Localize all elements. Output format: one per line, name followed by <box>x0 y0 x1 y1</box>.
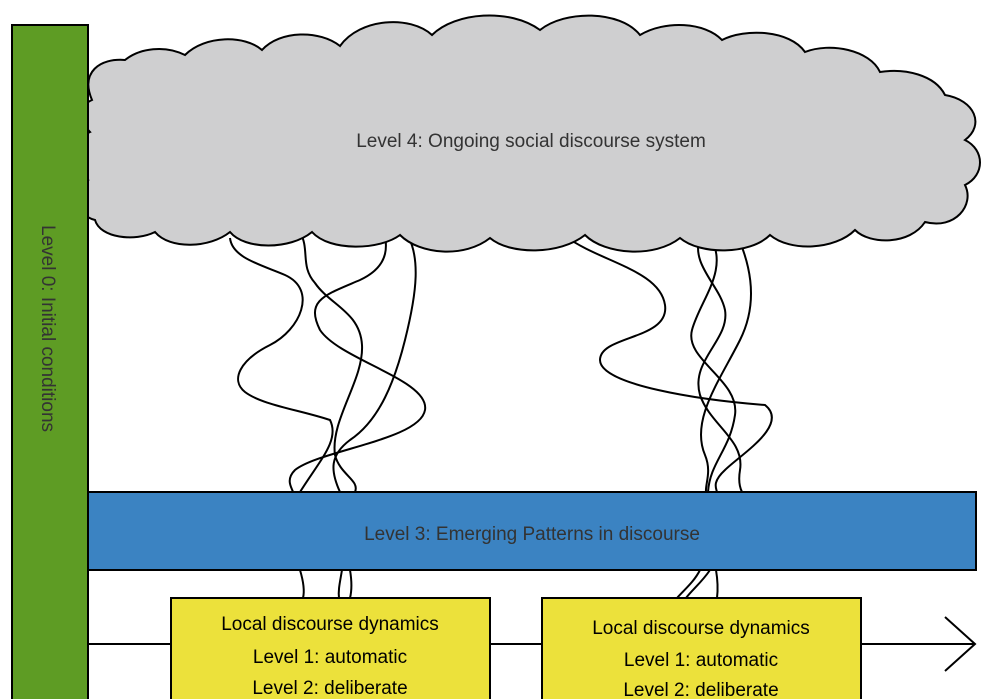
local-box-1-line2: Level 1: automatic <box>253 647 407 668</box>
thread-right-3 <box>690 235 737 493</box>
local-dynamics-box-1: Local discourse dynamics Level 1: automa… <box>170 597 491 699</box>
thread-right-1 <box>564 235 773 493</box>
cloud-shape <box>74 14 981 253</box>
local-dynamics-box-2: Local discourse dynamics Level 1: automa… <box>541 597 862 699</box>
thread-segment-d <box>676 569 701 599</box>
thread-left-2 <box>299 231 364 493</box>
thread-left-4 <box>332 224 417 493</box>
level4-cloud: Level 4: Ongoing social discourse system <box>74 14 981 253</box>
level0-label: Level 0: Initial conditions <box>37 225 58 432</box>
level3-label: Level 3: Emerging Patterns in discourse <box>364 524 700 545</box>
level4-label: Level 4: Ongoing social discourse system <box>356 131 706 152</box>
level0-rect <box>11 24 89 699</box>
local-box-2-line3: Level 2: deliberate <box>623 680 778 699</box>
thread-right-4 <box>699 223 752 493</box>
thread-left-3 <box>288 217 427 493</box>
thread-segment-f <box>715 569 719 599</box>
level3-rect <box>87 491 977 571</box>
thread-segment-a <box>299 569 305 599</box>
local-box-2-line2: Level 1: automatic <box>624 650 778 671</box>
thread-segment-c <box>349 569 353 599</box>
level3-bar: Level 3: Emerging Patterns in discourse <box>87 491 977 571</box>
thread-segment-e <box>685 569 711 599</box>
connecting-threads <box>229 217 773 599</box>
local-box-1-line3: Level 2: deliberate <box>252 678 407 699</box>
thread-right-2 <box>697 235 743 493</box>
local-box-2-rect <box>541 597 862 699</box>
local-box-1-rect <box>170 597 491 699</box>
local-box-2-line1: Local discourse dynamics <box>592 618 810 639</box>
thread-left-1 <box>229 237 334 493</box>
level0-bar: Level 0: Initial conditions <box>11 24 89 699</box>
thread-segment-b <box>337 569 343 599</box>
local-box-1-line1: Local discourse dynamics <box>221 614 439 635</box>
